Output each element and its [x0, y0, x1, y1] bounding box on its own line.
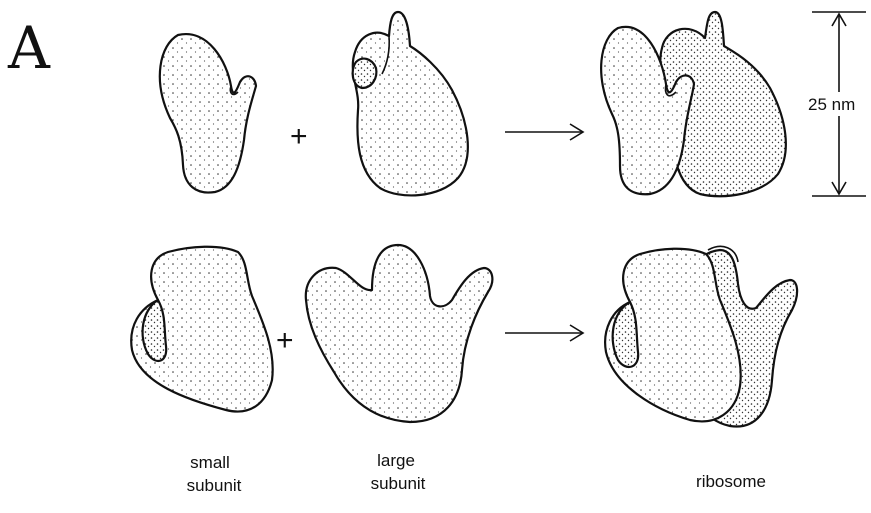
caption-ribosome: ribosome	[696, 472, 766, 491]
caption-large-subunit-line1: large	[377, 451, 415, 470]
plus-sign-bottom: +	[276, 324, 294, 357]
panel-label: A	[7, 14, 51, 82]
small-subunit-top-shape	[160, 34, 256, 192]
large-subunit-top-shape	[353, 12, 468, 195]
caption-small-subunit-line1: small	[190, 453, 230, 472]
large-subunit-top-lobe	[353, 59, 377, 88]
large-subunit-bottom-shape	[306, 245, 493, 422]
caption-large-subunit-line2: subunit	[371, 474, 426, 493]
plus-sign-top: +	[290, 120, 308, 153]
caption-small-subunit-line2: subunit	[187, 476, 242, 495]
scale-bar-label: 25 nm	[808, 95, 855, 114]
